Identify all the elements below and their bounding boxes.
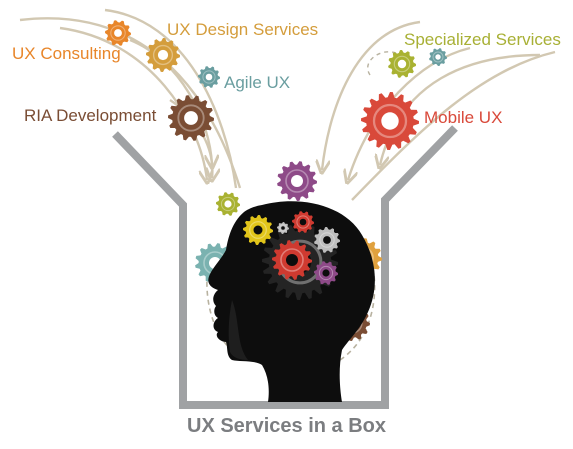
arrow-left-2: [104, 8, 238, 189]
gears-in-head: [243, 211, 340, 300]
specialized-services-gear: [388, 50, 416, 78]
red-head-gear: [272, 240, 312, 280]
ria-development-gear: [168, 95, 214, 141]
box-outline: [112, 125, 458, 409]
dashed-orbit: [206, 254, 376, 361]
diagram-caption: UX Services in a Box: [187, 415, 386, 437]
yellow-head-gear: [243, 215, 273, 245]
label-mobile-ux: Mobile UX: [424, 108, 503, 127]
label-specialized-services: Specialized Services: [404, 30, 561, 49]
label-agile-ux: Agile UX: [224, 73, 291, 92]
arrow-right-3: [351, 50, 556, 201]
arrow-left-3: [59, 26, 207, 180]
gears-behind-head: [105, 20, 447, 341]
small-teal-gear: [429, 48, 447, 66]
arrow-right-1: [322, 20, 421, 170]
arrow-right-4: [348, 46, 471, 180]
label-ux-design-services: UX Design Services: [167, 20, 319, 39]
purple-head-gear: [314, 261, 338, 285]
mobile-ux-gear: [361, 92, 419, 150]
ux-design-services-gear: [146, 38, 180, 72]
red-small-head-gear: [292, 211, 314, 233]
purple-falling-gear: [277, 161, 317, 201]
green-falling-gear: [216, 192, 240, 216]
ux-consulting-gear: [105, 20, 131, 46]
light-head-gear: [314, 227, 340, 253]
face-shadow: [228, 300, 248, 360]
agile-ux-gear: [198, 66, 220, 88]
gray-tiny-head-gear: [277, 222, 289, 234]
label-ux-consulting: UX Consulting: [12, 44, 121, 63]
label-ria-development: RIA Development: [24, 106, 157, 125]
